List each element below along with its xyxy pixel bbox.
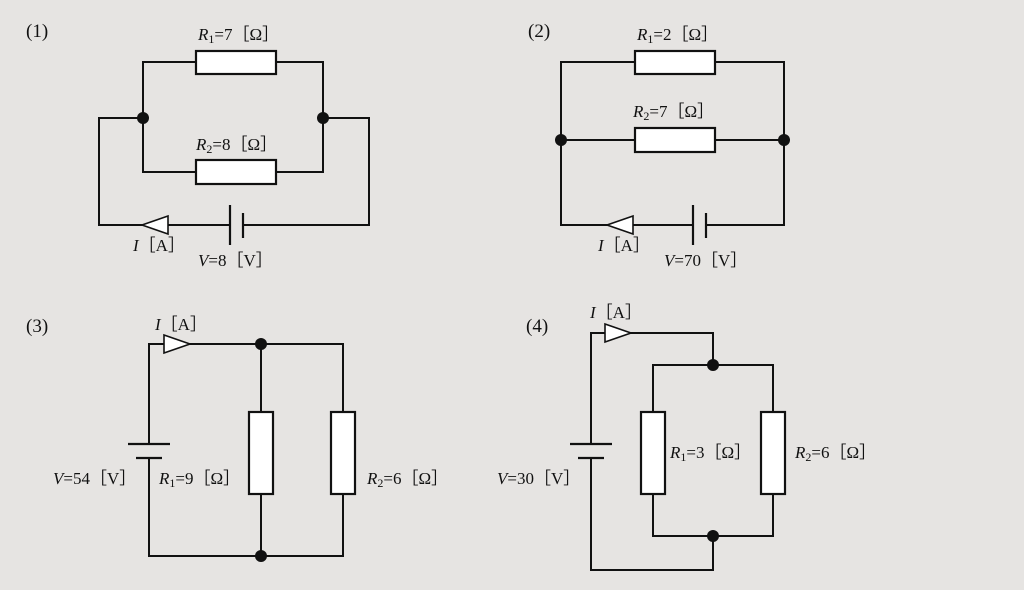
resistor-r1 [639, 410, 667, 496]
current-arrow-icon [604, 322, 634, 344]
label-r2: R2=8［Ω］ [195, 135, 277, 156]
label-r2: R2=7［Ω］ [632, 102, 714, 123]
resistor-r1 [194, 49, 278, 76]
label-current: I［A］ [597, 236, 650, 255]
battery [228, 205, 245, 245]
label-current: I［A］ [589, 303, 642, 322]
resistor-r1 [247, 410, 275, 496]
wire-branch-top [560, 61, 785, 140]
wire-branch-bottom [142, 118, 324, 173]
resistor-r2 [329, 410, 357, 496]
label-voltage: V=54［V］ [53, 469, 136, 488]
junction-node-bottom [255, 550, 267, 562]
junction-node-bottom [707, 530, 719, 542]
resistor-r2 [633, 126, 717, 154]
label-voltage: V=70［V］ [664, 251, 747, 270]
battery [691, 205, 708, 245]
circuit-1: (1) R1=7［Ω］ R2=8［Ω］ I［A］ V=8［V］ [26, 21, 370, 270]
current-arrow-icon [163, 333, 193, 355]
battery [570, 442, 612, 460]
circuit-4: (4) I［A］ V=30［V］ R1=3［Ω］ R2=6［Ω］ [497, 303, 876, 571]
wire-main-loop [560, 140, 785, 226]
current-arrow-icon [604, 214, 634, 236]
wire-branch-top [142, 61, 324, 118]
circuit-number: (3) [26, 316, 48, 337]
junction-node-right [778, 134, 790, 146]
circuit-3: (3) I［A］ V=54［V］ R1=9［Ω］ R2=6［Ω］ [26, 315, 448, 562]
junction-node-left [555, 134, 567, 146]
junction-node-left [137, 112, 149, 124]
label-r2: R2=6［Ω］ [366, 469, 448, 490]
battery [128, 442, 170, 460]
label-voltage: V=8［V］ [198, 251, 273, 270]
current-arrow-icon [139, 214, 169, 236]
label-r1: R1=3［Ω］ [669, 443, 751, 464]
junction-node-top [255, 338, 267, 350]
label-current: I［A］ [132, 236, 185, 255]
wire-main-loop [148, 343, 344, 557]
circuit-number: (2) [528, 21, 550, 42]
label-r1: R1=9［Ω］ [158, 469, 240, 490]
circuit-number: (1) [26, 21, 48, 42]
wire-main-top [590, 332, 714, 444]
junction-node-right [317, 112, 329, 124]
label-r1: R1=7［Ω］ [197, 25, 279, 46]
resistor-r2 [759, 410, 787, 496]
resistor-r1 [633, 49, 717, 76]
circuit-number: (4) [526, 316, 548, 337]
label-r1: R1=2［Ω］ [636, 25, 718, 46]
label-voltage: V=30［V］ [497, 469, 580, 488]
label-current: I［A］ [154, 315, 207, 334]
wire-main-bottom [590, 458, 714, 571]
label-r2: R2=6［Ω］ [794, 443, 876, 464]
circuit-2: (2) R1=2［Ω］ R2=7［Ω］ I［A］ V=70［V］ [528, 21, 790, 270]
junction-node-top [707, 359, 719, 371]
resistor-r2 [194, 158, 278, 186]
